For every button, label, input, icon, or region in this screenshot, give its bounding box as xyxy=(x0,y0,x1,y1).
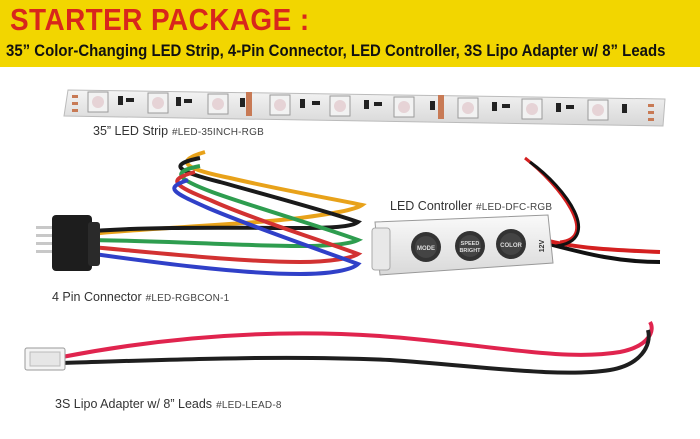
bright-button-label: BRIGHT xyxy=(459,248,481,254)
adapter-image xyxy=(24,320,654,375)
voltage-label: 12V xyxy=(539,239,546,252)
adapter-caption: 3S Lipo Adapter w/ 8” Leads#LED-LEAD-8 xyxy=(55,397,282,411)
color-button-label: COLOR xyxy=(500,243,522,249)
mode-button-label: MODE xyxy=(417,246,435,252)
controller-caption: LED Controller#LED-DFC-RGB xyxy=(390,199,552,213)
strip-caption: 35” LED Strip#LED-35INCH-RGB xyxy=(93,124,264,138)
speed-button-label: SPEED xyxy=(461,241,480,247)
controller-sku: #LED-DFC-RGB xyxy=(475,202,553,213)
adapter-sku: #LED-LEAD-8 xyxy=(216,400,282,411)
controller-image: MODE SPEED BRIGHT COLOR 12V xyxy=(371,156,661,276)
controller-name: LED Controller xyxy=(390,199,472,213)
connector-sku: #LED-RGBCON-1 xyxy=(145,293,230,304)
adapter-name: 3S Lipo Adapter w/ 8” Leads xyxy=(55,397,213,411)
connector-name: 4 Pin Connector xyxy=(52,290,142,304)
connector-caption: 4 Pin Connector#LED-RGBCON-1 xyxy=(52,290,229,304)
connector-image xyxy=(36,150,367,277)
strip-name: 35” LED Strip xyxy=(93,124,169,138)
page-title: STARTER PACKAGE : xyxy=(10,2,310,37)
strip-sku: #LED-35INCH-RGB xyxy=(172,127,264,138)
header-banner xyxy=(0,0,700,67)
page-subtitle: 35” Color-Changing LED Strip, 4-Pin Conn… xyxy=(6,41,666,60)
led-strip-image xyxy=(63,89,666,127)
